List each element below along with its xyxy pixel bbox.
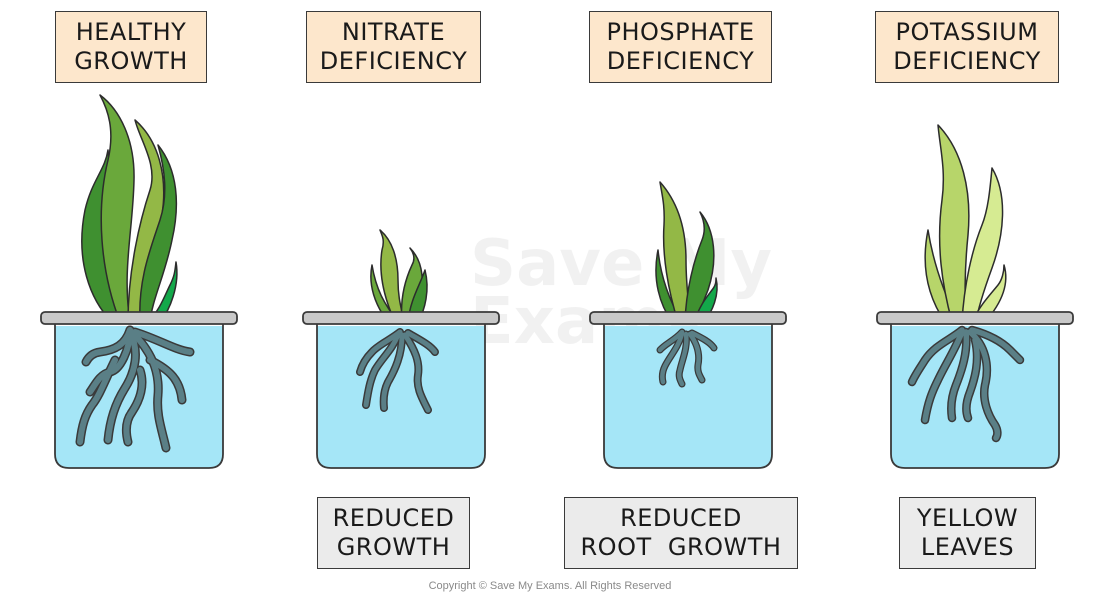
- label-potassium-deficiency: POTASSIUM DEFICIENCY: [875, 11, 1059, 83]
- label-line: REDUCED: [332, 504, 455, 532]
- label-phosphate-deficiency: PHOSPHATE DEFICIENCY: [589, 11, 772, 83]
- label-line: POTASSIUM: [895, 18, 1039, 46]
- label-line: DEFICIENCY: [319, 47, 468, 75]
- label-line: GROWTH: [336, 533, 451, 561]
- label-line: NITRATE: [341, 18, 446, 46]
- label-line: GROWTH: [74, 47, 188, 75]
- label-line: YELLOW: [916, 504, 1019, 532]
- label-line: REDUCED: [620, 504, 742, 532]
- label-line: DEFICIENCY: [893, 47, 1041, 75]
- label-line: PHOSPHATE: [606, 18, 755, 46]
- label-nitrate-deficiency: NITRATE DEFICIENCY: [306, 11, 481, 83]
- label-line: LEAVES: [920, 533, 1015, 561]
- label-reduced-root-growth: REDUCED ROOT GROWTH: [564, 497, 798, 569]
- label-healthy-growth: HEALTHY GROWTH: [55, 11, 207, 83]
- label-line: ROOT GROWTH: [580, 533, 782, 561]
- label-line: HEALTHY: [75, 18, 187, 46]
- watermark-line: Save My: [470, 227, 773, 301]
- label-reduced-growth: REDUCED GROWTH: [317, 497, 470, 569]
- plant-healthy: [40, 94, 238, 469]
- label-line: DEFICIENCY: [606, 47, 755, 75]
- plant-nitrate-deficiency: [302, 229, 500, 469]
- plant-potassium-deficiency: [876, 124, 1074, 469]
- plant-phosphate-deficiency: [589, 181, 787, 469]
- copyright-notice: Copyright © Save My Exams. All Rights Re…: [428, 580, 672, 592]
- label-yellow-leaves: YELLOW LEAVES: [899, 497, 1036, 569]
